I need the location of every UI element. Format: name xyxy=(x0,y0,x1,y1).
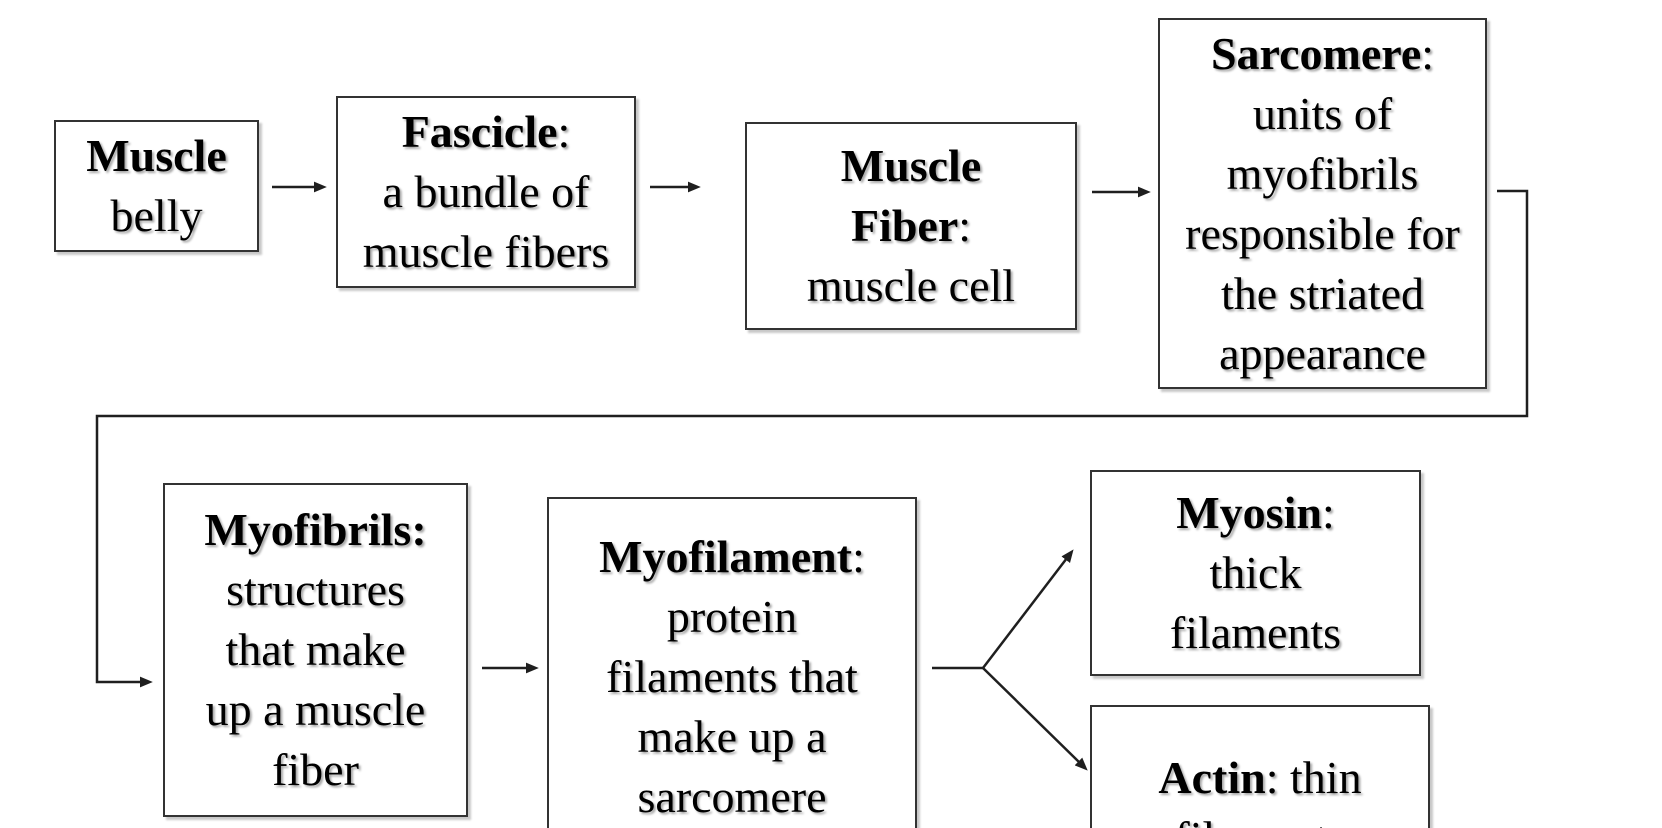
node-myosin: Myosin: thick filaments xyxy=(1090,470,1421,676)
node-myofilament-text: Myofilament: protein filaments that make… xyxy=(599,527,865,827)
node-myofilament: Myofilament: protein filaments that make… xyxy=(547,497,917,828)
node-actin: Actin: thin filaments xyxy=(1090,705,1430,828)
node-fascicle-desc: : a bundle of muscle fibers xyxy=(362,106,610,277)
node-myofilament-term: Myofilament xyxy=(599,531,853,582)
node-muscle-belly-term: Muscle xyxy=(86,130,227,181)
node-myosin-desc: : thick filaments xyxy=(1169,487,1342,658)
node-muscle-fiber: Muscle Fiber: muscle cell xyxy=(745,122,1077,330)
node-fascicle: Fascicle: a bundle of muscle fibers xyxy=(336,96,636,288)
node-muscle-fiber-desc: : muscle cell xyxy=(806,200,1016,311)
node-myofibrils-text: Myofibrils: structures that make up a mu… xyxy=(204,500,426,800)
node-muscle-belly: Muscle belly xyxy=(54,120,259,252)
node-muscle-fiber-text: Muscle Fiber: muscle cell xyxy=(807,136,1015,316)
node-fascicle-term: Fascicle xyxy=(401,106,558,157)
node-sarcomere-desc: : units of myofibrils responsible for th… xyxy=(1185,27,1460,379)
node-fascicle-text: Fascicle: a bundle of muscle fibers xyxy=(363,102,610,282)
node-actin-desc: : thin filaments xyxy=(1174,752,1362,828)
node-actin-term: Actin xyxy=(1158,752,1266,803)
node-sarcomere-text: Sarcomere: units of myofibrils responsib… xyxy=(1185,24,1460,384)
node-muscle-belly-text: Muscle belly xyxy=(86,126,227,246)
node-myosin-term: Myosin xyxy=(1176,487,1322,538)
node-myosin-text: Myosin: thick filaments xyxy=(1170,483,1341,663)
node-sarcomere-term: Sarcomere xyxy=(1210,27,1422,79)
node-myofilament-desc: : protein filaments that make up a sarco… xyxy=(606,531,865,822)
node-myofibrils-term: Myofibrils: xyxy=(204,504,427,555)
arrow-fork-to-myosin xyxy=(982,549,1074,669)
node-muscle-fiber-term: Muscle Fiber xyxy=(840,140,982,251)
node-actin-text: Actin: thin filaments xyxy=(1158,748,1361,828)
node-myofibrils-desc: structures that make up a muscle fiber xyxy=(205,564,426,795)
node-muscle-belly-desc: belly xyxy=(110,190,203,241)
node-myofibrils: Myofibrils: structures that make up a mu… xyxy=(163,483,468,817)
node-sarcomere: Sarcomere: units of myofibrils responsib… xyxy=(1158,18,1487,389)
arrow-fork-to-actin xyxy=(982,667,1088,771)
